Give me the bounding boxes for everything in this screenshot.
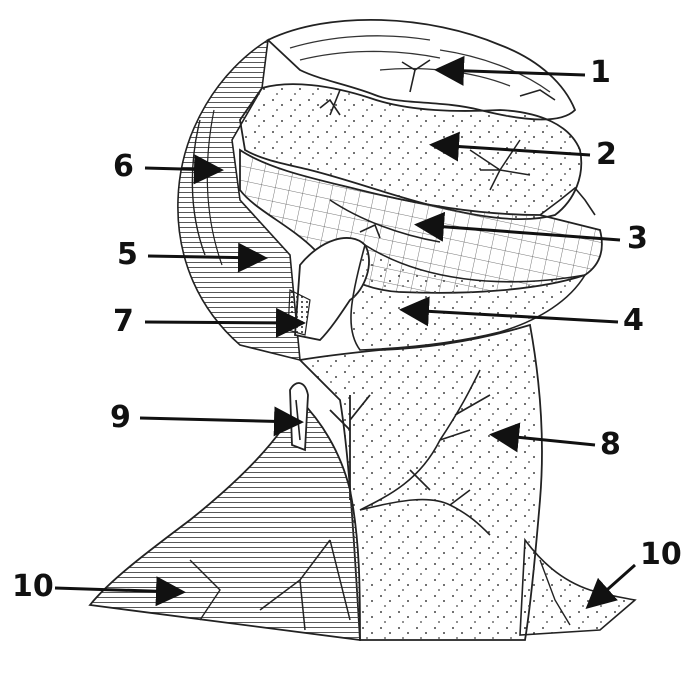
shoulder-left-region [90,400,360,640]
label-1: 1 [590,58,611,88]
label-3: 3 [627,224,648,254]
label-9: 9 [110,403,131,433]
label-8: 8 [600,430,621,460]
arrow-9 [140,418,298,422]
label-6: 6 [113,152,134,182]
posterior-auricular-region [290,383,308,450]
label-10-right: 10 [640,540,682,570]
arrow-7 [145,322,300,323]
arrow-6 [145,168,218,170]
shoulder-right-region [520,540,635,635]
label-2: 2 [596,140,617,170]
label-4: 4 [623,306,644,336]
label-10-left: 10 [12,572,54,602]
arrow-5 [148,256,262,258]
label-5: 5 [117,240,138,270]
label-7: 7 [113,307,134,337]
